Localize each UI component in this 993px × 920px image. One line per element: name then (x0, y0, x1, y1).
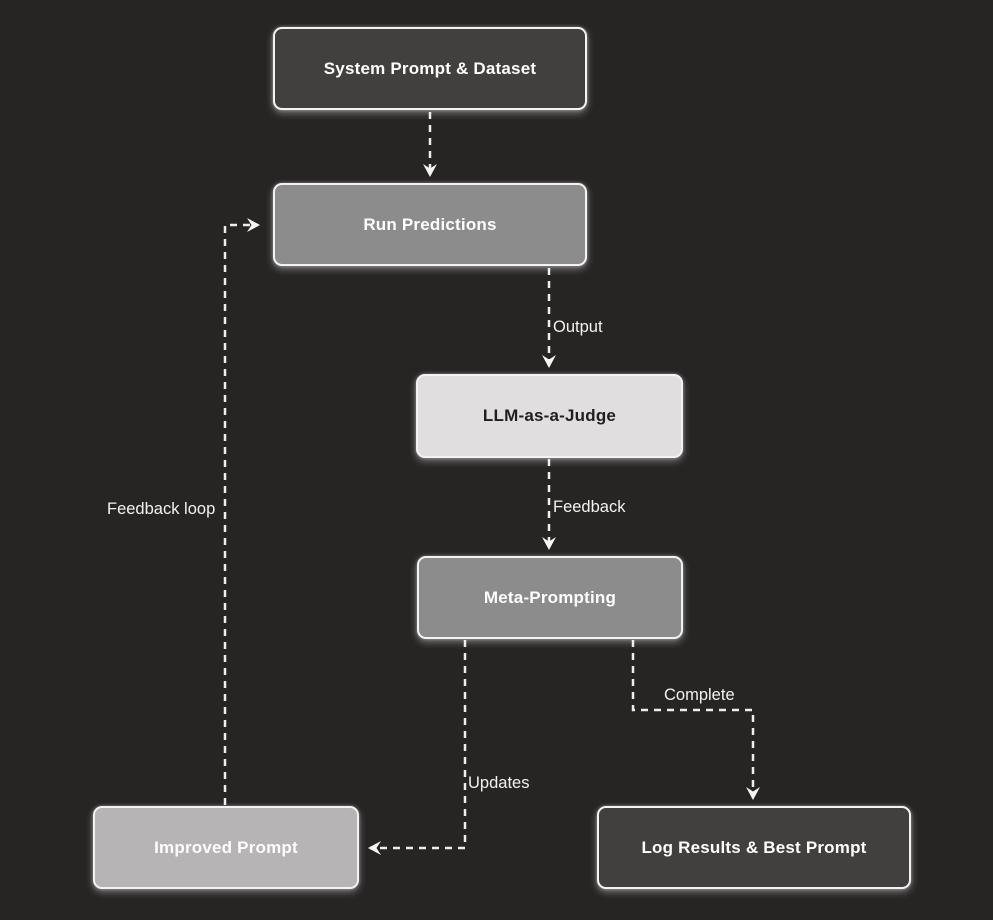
node-improved-prompt: Improved Prompt (93, 806, 359, 889)
node-log-results-best-prompt: Log Results & Best Prompt (597, 806, 911, 889)
node-label: System Prompt & Dataset (323, 58, 537, 78)
edge-label-output: Output (552, 318, 604, 337)
node-label: Meta-Prompting (483, 587, 617, 607)
node-label: Run Predictions (363, 214, 497, 234)
node-label: LLM-as-a-Judge (482, 406, 617, 425)
edge-label-feedback-loop: Feedback loop (106, 500, 217, 519)
node-llm-as-a-judge: LLM-as-a-Judge (416, 374, 683, 458)
node-label: Log Results & Best Prompt (641, 837, 867, 857)
node-meta-prompting: Meta-Prompting (417, 556, 683, 639)
edge-meta-to-improved (368, 640, 467, 855)
edge-label-complete: Complete (663, 686, 736, 705)
edge-improved-to-predictions (223, 218, 260, 805)
edge-label-updates: Updates (467, 774, 531, 793)
node-system-prompt-dataset: System Prompt & Dataset (273, 27, 587, 110)
edge-meta-to-log (631, 640, 760, 800)
node-run-predictions: Run Predictions (273, 183, 587, 266)
node-label: Improved Prompt (154, 837, 298, 857)
edge-label-feedback: Feedback (552, 498, 627, 517)
